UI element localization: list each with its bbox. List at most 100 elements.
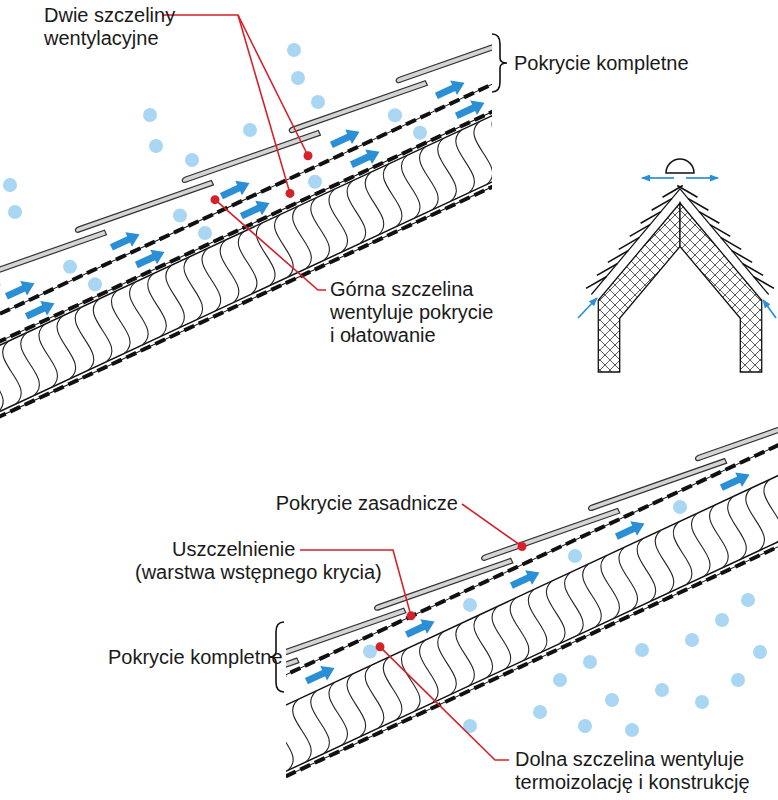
inset-shingle <box>630 225 650 237</box>
leader-line <box>238 15 290 193</box>
moisture-dot <box>198 226 212 240</box>
moisture-dot <box>173 208 187 222</box>
moisture-dot <box>673 500 687 514</box>
airflow-arrow <box>433 76 468 104</box>
moisture-dot <box>625 723 639 737</box>
leader-dot <box>407 611 416 620</box>
moisture-dot <box>731 673 745 687</box>
insulation-loop <box>480 606 523 669</box>
inset-shingle <box>754 277 774 289</box>
insulation-loop <box>462 122 492 185</box>
insulation-loop <box>643 530 686 593</box>
moisture-dot <box>583 655 597 669</box>
roof-tile <box>0 218 107 296</box>
insulation-loop <box>625 539 668 602</box>
inset-shingle <box>710 225 730 237</box>
insulation-loop <box>135 274 178 337</box>
insulation-loop <box>552 572 595 635</box>
roof-tile <box>286 596 406 674</box>
membrane-dashes <box>286 380 778 800</box>
roof-layers <box>0 0 492 440</box>
insulation-loop <box>244 223 287 286</box>
inset-shingle <box>597 264 617 276</box>
moisture-dot <box>88 277 102 291</box>
leader-line <box>162 15 308 156</box>
moisture-dot <box>287 43 301 57</box>
insulation-loop <box>534 581 577 644</box>
insulation-loop <box>480 113 492 176</box>
insulation-loop <box>461 615 504 678</box>
insulation-loop <box>498 598 541 661</box>
insulation-loop <box>607 547 650 610</box>
insulation-loop <box>280 206 323 269</box>
leader-line <box>215 200 326 290</box>
inset-insulation <box>680 203 762 372</box>
moisture-dots <box>3 43 767 737</box>
moisture-dot <box>741 593 755 607</box>
insulation-loop <box>425 632 468 695</box>
insulation-loop <box>286 699 324 762</box>
inset-deck <box>591 189 680 295</box>
airflow-arrow <box>718 467 753 495</box>
insulation-loop <box>286 716 287 779</box>
inset-shingle <box>641 212 661 224</box>
insulation-loop <box>0 341 34 404</box>
insulation-loop <box>45 316 88 379</box>
insulation-loop <box>190 248 233 311</box>
inset-shingle <box>743 264 763 276</box>
insulation-loop <box>407 640 450 703</box>
moisture-dot <box>363 645 377 659</box>
airflow-arrow <box>613 516 648 544</box>
membrane-dashes <box>0 0 492 440</box>
airflow-arrow <box>133 245 168 273</box>
airflow-arrow <box>453 95 488 123</box>
moisture-dot <box>695 695 709 709</box>
airflow-arrow <box>23 296 58 324</box>
airflow-arrow <box>328 124 363 152</box>
ridge-cap <box>666 159 694 173</box>
callout-label: Uszczelnienie <box>172 538 295 561</box>
airflow-arrow <box>303 661 338 689</box>
insulation-loop <box>588 556 631 619</box>
insulation-loop <box>733 488 776 551</box>
inset-airflow <box>686 177 718 179</box>
leader-line <box>462 504 522 546</box>
callout-label: Pokrycie zasadnicze <box>276 492 458 515</box>
insulation-loop <box>153 265 196 328</box>
moisture-dot <box>568 549 582 563</box>
roof-tile <box>286 645 299 723</box>
callout-label: Górna szczelina wentyluje pokrycie i oła… <box>330 278 498 347</box>
moisture-dot <box>291 71 305 85</box>
callout-label: Dwie szczeliny wentylacyjne <box>44 4 204 50</box>
insulation-loop <box>63 307 106 370</box>
inset-shingle <box>721 238 741 250</box>
inset-shingle <box>586 277 606 289</box>
moisture-dot <box>685 633 699 647</box>
insulation-loop <box>516 589 559 652</box>
membrane-line <box>0 0 492 440</box>
moisture-dot <box>243 123 257 137</box>
moisture-dot <box>3 178 17 192</box>
insulation-loop <box>117 282 160 345</box>
inset-airflow <box>763 300 776 318</box>
inset-shingle <box>677 186 697 198</box>
insulation-loop <box>353 665 396 728</box>
insulation-loop <box>335 181 378 244</box>
moisture-dot <box>388 108 402 122</box>
insulation-loop <box>715 496 758 559</box>
membrane-line <box>286 380 778 800</box>
insulation-loop <box>443 623 486 686</box>
insulation-loop <box>316 682 359 745</box>
moisture-dot <box>635 643 649 657</box>
insulation-loop <box>425 138 468 201</box>
inset-insulation <box>598 203 680 372</box>
thermal-insulation <box>286 380 778 800</box>
airflow-arrow <box>3 276 38 304</box>
airflow-arrow <box>218 176 253 204</box>
roof-section <box>0 0 492 440</box>
inset-shingle <box>688 199 708 211</box>
membrane-dashes <box>0 0 492 440</box>
leader-dot <box>304 151 313 160</box>
moisture-dot <box>533 705 547 719</box>
